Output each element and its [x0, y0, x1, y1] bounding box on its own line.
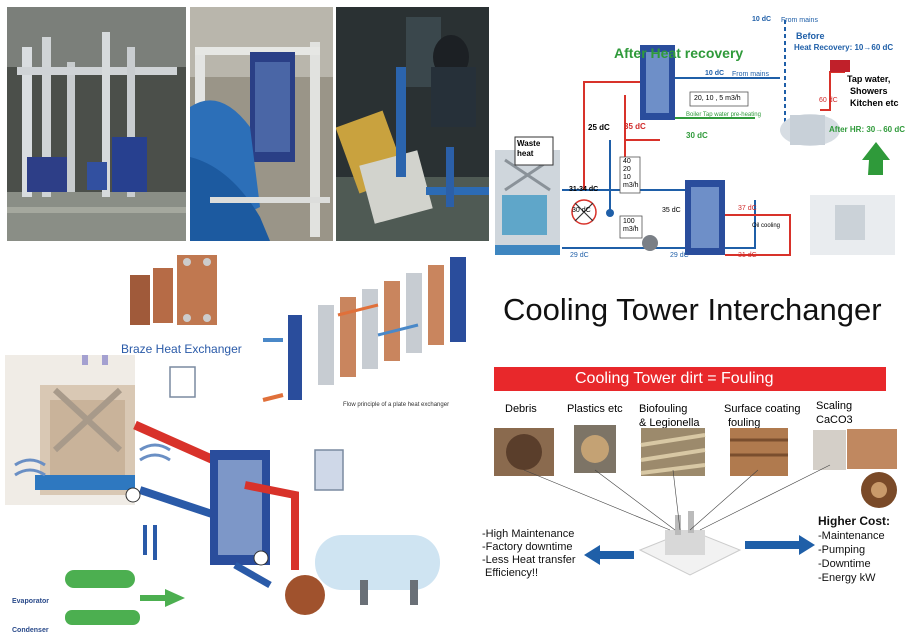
photo-plate-cleaning [336, 7, 489, 241]
cost-downtime: -Downtime [818, 558, 871, 570]
t31-label: 31 dC [738, 252, 757, 259]
t30-circle-label: 30 dC [572, 207, 591, 214]
kitchen-label: Kitchen etc [850, 98, 899, 108]
waste-heat-label: Waste heat [517, 139, 541, 158]
braze-hx-label: Braze Heat Exchanger [121, 342, 242, 356]
braze-hx-illustration [125, 250, 235, 330]
before-label: Before [796, 31, 825, 41]
flow-unit: m3/h [623, 182, 639, 189]
flow100-stack: 100 m3/h [623, 218, 639, 234]
biofouling-label: Biofouling [639, 403, 688, 415]
consequence-efficiency: Efficiency!! [482, 567, 539, 579]
plate-flow-illustration [258, 255, 478, 405]
cost-pumping: -Pumping [818, 544, 866, 556]
factory-illustration [629, 424, 750, 580]
flow-100: 100 [623, 218, 635, 225]
before-hr-label: Heat Recovery: 10→60 dC [794, 43, 894, 52]
flow-40: 40 [623, 158, 631, 165]
after-heat-recovery-title: After Heat recovery [614, 45, 744, 61]
t35a-label: 35 dC [624, 122, 646, 131]
flow-100-unit: m3/h [623, 226, 639, 233]
legionella-label: & Legionella [639, 417, 700, 429]
photo-plant-piping [7, 7, 186, 241]
t37-label: 37 dC [738, 205, 757, 212]
cost-energy: -Energy kW [818, 572, 876, 584]
right-arrow [745, 535, 815, 555]
debris-label: Debris [505, 403, 537, 415]
t3134-label: 31-34 dC [569, 186, 599, 193]
after-hr-label: After HR: 30→60 dC [829, 125, 906, 134]
surface-fouling-label: fouling [728, 417, 761, 429]
right-costs: -Maintenance -Pumping -Downtime -Energy … [818, 529, 885, 585]
t29b-label: 29 dC [670, 252, 689, 259]
left-arrow [584, 545, 634, 565]
photo-heat-exchanger-frame [190, 7, 333, 241]
surface-label: Surface coating [724, 403, 801, 415]
caco3-label: CaCO3 [816, 414, 853, 426]
consequence-maintenance: -High Maintenance [482, 528, 575, 540]
evaporator-label: Evaporator [12, 598, 49, 605]
flow-box-label: 20, 10 , 5 m3/h [694, 95, 741, 102]
fouling-banner-text: Cooling Tower dirt = Fouling [575, 370, 774, 387]
t30-label: 30 dC [686, 131, 708, 140]
plastics-label: Plastics etc [567, 403, 623, 415]
from-mains-top-label: From mains [781, 17, 818, 24]
t60-label: 60 dC [819, 97, 838, 104]
connector-lines [523, 464, 831, 531]
heat-recovery-diagram: 10 dC From mains After Heat recovery Bef… [490, 0, 917, 290]
flow-20: 20 [623, 166, 631, 173]
left-consequences: -High Maintenance -Factory downtime -Les… [482, 528, 576, 580]
flow-10: 10 [623, 174, 631, 181]
t29a-label: 29 dC [570, 252, 589, 259]
cooling-system-illustration [5, 350, 465, 625]
top-temp-label: 10 dC [752, 16, 772, 23]
consequence-heat-transfer: -Less Heat transfer [482, 554, 576, 566]
oil-cooling-label: Oil cooling [752, 223, 781, 229]
t25-label: 25 dC [588, 123, 610, 132]
consequence-downtime: -Factory downtime [482, 541, 573, 553]
condenser-label: Condenser [12, 627, 49, 634]
scaling-label: Scaling [816, 400, 853, 412]
higher-cost-label: Higher Cost: [818, 514, 890, 528]
mains-label: From mains [732, 71, 769, 78]
tap-water-label: Tap water, [847, 74, 891, 84]
flows-stack: 40 20 10 m3/h [623, 158, 639, 190]
cost-maintenance: -Maintenance [818, 530, 885, 542]
fouling-banner [494, 367, 886, 391]
mains-temp-label: 10 dC [705, 70, 725, 77]
t35b-label: 35 dC [662, 207, 681, 214]
fouling-photos [490, 425, 910, 515]
boiler-label: Boiler Tap water pre-heating [686, 112, 761, 118]
showers-label: Showers [850, 86, 888, 96]
page-title: Cooling Tower Interchanger [503, 292, 882, 327]
flow-principle-label: Flow principle of a plate heat exchanger [343, 402, 450, 408]
